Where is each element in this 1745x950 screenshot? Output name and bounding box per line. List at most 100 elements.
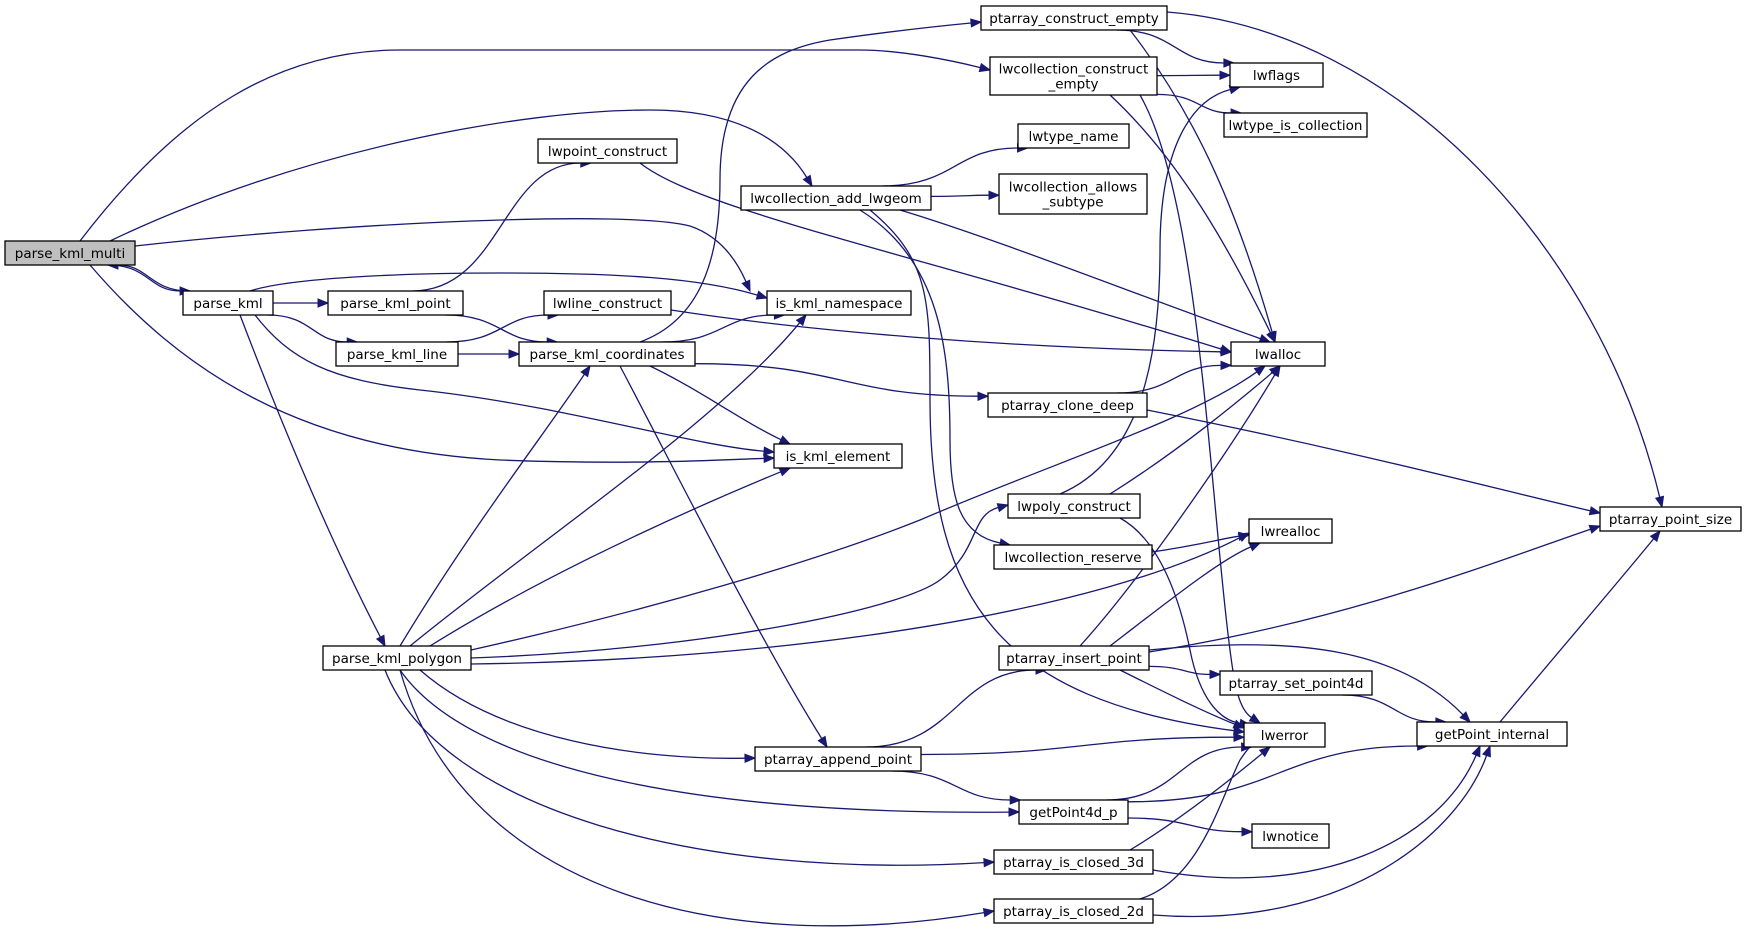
node-parse-kml-point[interactable]: parse_kml_point — [327, 290, 464, 316]
node-lwcollection-reserve[interactable]: lwcollection_reserve — [993, 544, 1153, 570]
node-lwnotice[interactable]: lwnotice — [1251, 823, 1330, 849]
edge-line — [1499, 538, 1655, 723]
node-box — [1599, 506, 1742, 532]
edge-arrowhead — [1459, 711, 1471, 723]
edge-ptarray_insert_point-to-ptarray_point_size — [1148, 524, 1602, 653]
edge-line — [1059, 88, 1231, 495]
node-getPoint-internal[interactable]: getPoint_internal — [1416, 721, 1568, 747]
edge-arrowhead — [1270, 364, 1281, 378]
edge-arrowhead — [1232, 719, 1246, 729]
edge-arrowhead — [763, 446, 776, 456]
node-ptarray-set-point4d[interactable]: ptarray_set_point4d — [1219, 670, 1373, 696]
node-lwcollection-construct-empty[interactable]: lwcollection_construct_empty — [989, 56, 1158, 96]
edge-lwcollection_add_lwgeom-to-lwerror — [869, 209, 1246, 736]
edge-arrowhead — [982, 908, 996, 918]
edge-arrowhead — [755, 290, 769, 300]
node-box — [1223, 112, 1368, 138]
node-lwcollection-add-lwgeom[interactable]: lwcollection_add_lwgeom — [740, 185, 932, 211]
edge-line — [1116, 29, 1224, 64]
node-ptarray-is-closed-2d[interactable]: ptarray_is_closed_2d — [993, 898, 1154, 924]
edge-parse_kml_polygon-to-is_kml_namespace — [409, 313, 807, 647]
edge-arrowhead — [983, 857, 996, 868]
edge-arrowhead — [795, 313, 807, 327]
node-lwalloc[interactable]: lwalloc — [1230, 341, 1326, 367]
node-lwerror[interactable]: lwerror — [1243, 722, 1326, 748]
edge-line — [639, 162, 1222, 350]
node-box — [993, 849, 1154, 875]
edge-line — [1166, 11, 1661, 498]
node-lwpoly-construct[interactable]: lwpoly_construct — [1007, 493, 1141, 519]
node-label: ptarray_clone_deep — [1001, 398, 1134, 414]
node-ptarray-construct-empty[interactable]: ptarray_construct_empty — [980, 5, 1168, 31]
node-lwtype-is-collection[interactable]: lwtype_is_collection — [1223, 112, 1368, 138]
edge-ptarray_insert_point-to-lwalloc — [1079, 364, 1281, 647]
edge-arrowhead — [1588, 506, 1602, 516]
node-label: lwline_construct — [553, 296, 662, 312]
edge-line — [1116, 364, 1222, 394]
node-ptarray-append-point[interactable]: ptarray_append_point — [754, 746, 922, 772]
node-ptarray-insert-point[interactable]: ptarray_insert_point — [998, 645, 1150, 671]
node-label: _empty — [1047, 77, 1098, 93]
edge-line — [1129, 752, 1263, 851]
edge-line — [859, 209, 1001, 544]
node-lwtype-name[interactable]: lwtype_name — [1017, 123, 1130, 149]
edge-line — [267, 314, 348, 343]
node-parse-kml-polygon[interactable]: parse_kml_polygon — [322, 645, 472, 671]
edge-arrowhead — [1238, 531, 1251, 541]
edge-line — [239, 314, 381, 638]
node-ptarray-clone-deep[interactable]: ptarray_clone_deep — [987, 392, 1148, 418]
node-ptarray-is-closed-3d[interactable]: ptarray_is_closed_3d — [993, 849, 1154, 875]
edge-parse_kml_polygon-to-parse_kml_coordinates — [399, 364, 591, 647]
edge-line — [694, 363, 979, 397]
node-label: lwcollection_add_lwgeom — [750, 191, 922, 207]
node-label: lwrealloc — [1261, 524, 1321, 540]
edge-ptarray_insert_point-to-getPoint_internal — [1148, 644, 1471, 723]
edge-line — [249, 272, 758, 296]
edge-parse_kml-to-parse_kml_point — [273, 298, 330, 308]
edge-parse_kml_multi-to-is_kml_namespace — [134, 218, 751, 293]
node-box — [998, 645, 1150, 671]
edge-parse_kml_coordinates-to-ptarray_append_point — [619, 365, 828, 749]
node-label: parse_kml_coordinates — [530, 347, 685, 363]
edge-parse_kml-to-is_kml_namespace — [249, 272, 769, 300]
edge-line — [109, 109, 808, 242]
node-lwline-construct[interactable]: lwline_construct — [543, 290, 672, 316]
node-box — [327, 290, 464, 316]
node-parse-kml-line[interactable]: parse_kml_line — [335, 341, 459, 367]
node-parse-kml-multi[interactable]: parse_kml_multi — [4, 240, 136, 266]
edge-parse_kml_line-to-parse_kml_coordinates — [457, 349, 521, 359]
node-box — [989, 56, 1158, 96]
edge-line — [470, 371, 1258, 651]
edge-line — [419, 669, 746, 759]
node-lwcollection-allows-subtype[interactable]: lwcollection_allows_subtype — [998, 173, 1148, 215]
edge-arrowhead — [1258, 746, 1272, 758]
edge-arrowhead — [741, 279, 751, 293]
node-lwrealloc[interactable]: lwrealloc — [1248, 518, 1333, 544]
node-box — [993, 544, 1153, 570]
node-box — [1017, 123, 1130, 149]
edge-arrowhead — [1220, 347, 1233, 357]
edge-line — [1148, 644, 1464, 716]
node-box — [537, 138, 678, 164]
edge-arrowhead — [778, 467, 792, 477]
node-parse-kml[interactable]: parse_kml — [182, 290, 274, 316]
edge-getPoint_internal-to-ptarray_point_size — [1499, 529, 1661, 723]
node-box — [1007, 493, 1141, 519]
node-ptarray-point-size[interactable]: ptarray_point_size — [1599, 506, 1742, 532]
edge-lwline_construct-to-lwalloc — [670, 309, 1233, 357]
node-is-kml-namespace[interactable]: is_kml_namespace — [766, 290, 912, 316]
node-label: ptarray_is_closed_2d — [1003, 904, 1144, 920]
node-lwpoint-construct[interactable]: lwpoint_construct — [537, 138, 678, 164]
node-lwflags[interactable]: lwflags — [1229, 62, 1324, 88]
node-getPoint4d-p[interactable]: getPoint4d_p — [1018, 799, 1129, 825]
node-is-kml-element[interactable]: is_kml_element — [773, 443, 903, 469]
node-parse-kml-coordinates[interactable]: parse_kml_coordinates — [518, 341, 696, 367]
edge-line — [1139, 737, 1265, 900]
node-label: lwtype_name — [1029, 129, 1119, 145]
node-label: ptarray_append_point — [764, 752, 912, 768]
node-label: ptarray_is_closed_3d — [1003, 855, 1144, 871]
edge-arrowhead — [977, 391, 990, 401]
edge-arrowhead — [1008, 807, 1021, 817]
node-label: ptarray_insert_point — [1006, 651, 1142, 667]
edge-line — [79, 49, 981, 242]
